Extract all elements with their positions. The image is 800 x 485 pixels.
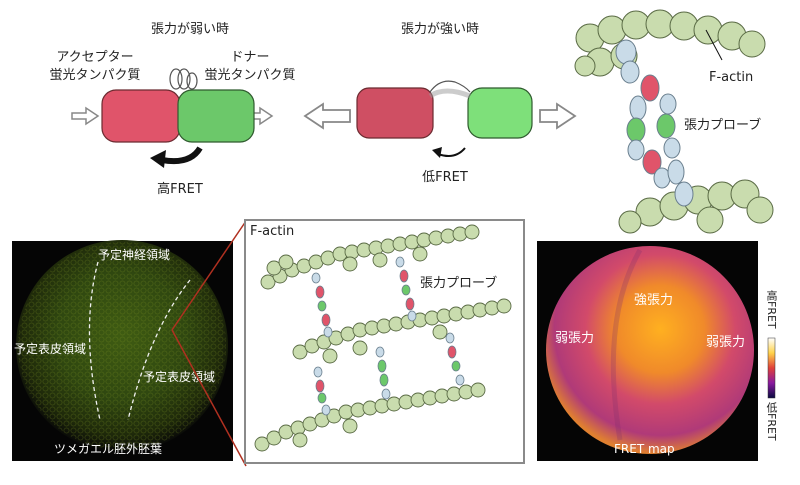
neural-boundary-right (127, 279, 191, 421)
fret-legend-bar (767, 337, 776, 399)
high-fret-arrow (161, 146, 203, 165)
donor-protein-stretched (467, 87, 533, 139)
donor-label-line2: 蛍光タンパク質 (204, 68, 296, 83)
epidermis-left-label: 予定表皮領域 (14, 342, 87, 356)
neural-region-label: 予定神経領域 (98, 248, 171, 262)
neural-boundary-left (88, 261, 101, 421)
high-fret-label: 高FRET (157, 182, 203, 197)
weak-tension-right-label: 弱張力 (706, 335, 746, 350)
actin-label-top: F-actin (709, 70, 754, 85)
embryo-caption: ツメガエル胚外胚葉 (54, 442, 163, 456)
network-probe-3 (313, 366, 331, 416)
low-tension-title: 張力が弱い時 (150, 22, 229, 37)
low-fret-arrow (437, 147, 466, 157)
donor-label-line1: ドナー (230, 50, 270, 65)
network-probe-1 (311, 272, 333, 338)
left-outward-arrow (71, 106, 100, 126)
epidermis-right-label: 予定表皮領域 (143, 370, 216, 384)
middle-right-outward-arrow (539, 102, 577, 130)
network-probe-4 (375, 346, 391, 400)
actin-filament-top (574, 9, 766, 77)
probe-label-top: 張力プローブ (684, 118, 762, 133)
network-probe-5 (445, 332, 465, 386)
acceptor-protein-stretched (356, 87, 434, 139)
network-actin-label: F-actin (250, 224, 295, 239)
fret-map-disc (546, 246, 754, 454)
fret-map-caption: FRET map (614, 442, 675, 456)
legend-high-label: 高FRET (765, 290, 778, 329)
low-fret-label: 低FRET (422, 170, 468, 185)
coiled-linker (169, 68, 198, 90)
actin-filament-bottom (618, 179, 774, 234)
strong-tension-label: 強張力 (634, 293, 674, 308)
network-probe-2 (395, 256, 417, 322)
stretched-linker (429, 80, 471, 93)
network-probe-label: 張力プローブ (420, 276, 498, 291)
acceptor-label-line1: アクセプター (56, 50, 134, 65)
acceptor-label-line2: 蛍光タンパク質 (49, 68, 141, 83)
actin-pointer-line (705, 29, 723, 61)
middle-left-outward-arrow (303, 102, 351, 130)
probe-chain-2 (656, 93, 694, 207)
donor-protein (177, 89, 255, 143)
weak-tension-left-label: 弱張力 (555, 331, 595, 346)
probe-chain-1 (615, 39, 671, 189)
high-tension-title: 張力が強い時 (400, 22, 479, 37)
legend-low-label: 低FRET (765, 402, 778, 441)
